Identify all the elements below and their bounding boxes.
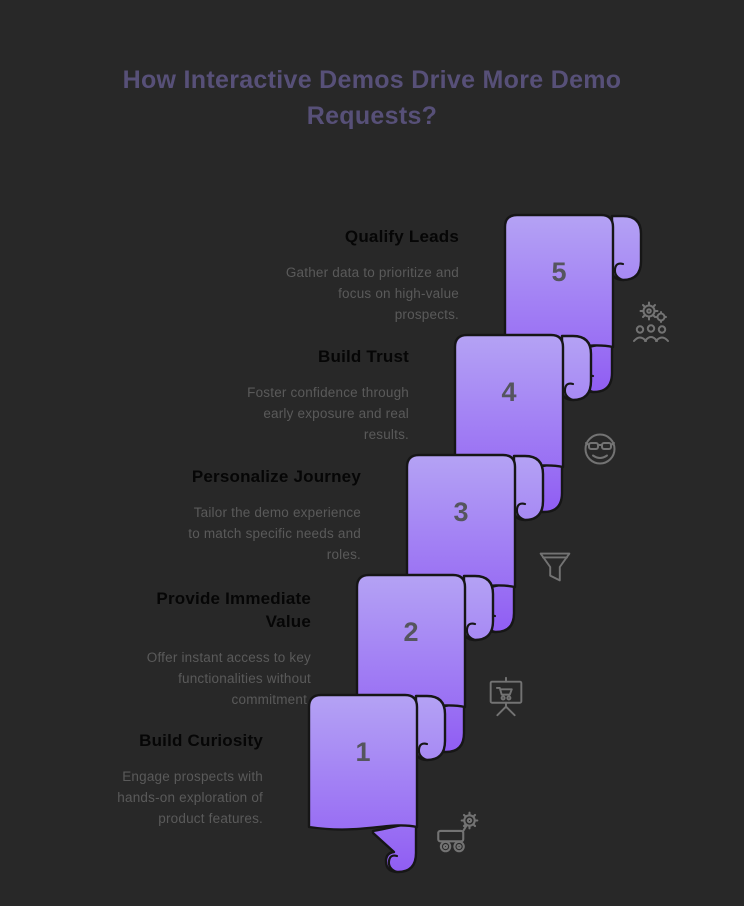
step-heading: Build Curiosity — [139, 731, 263, 750]
team-gears-icon — [633, 301, 669, 342]
step-1-scroll: 1 — [305, 691, 455, 896]
step-description: Offer instant access to key functionalit… — [146, 649, 311, 707]
step-3-text: Personalize Journey Tailor the demo expe… — [111, 466, 361, 566]
step-description: Engage prospects with hands-on explorati… — [117, 768, 263, 826]
step-number: 5 — [551, 257, 567, 287]
step-5-text: Qualify Leads Gather data to prioritize … — [209, 226, 459, 326]
robot-cart-icon — [437, 811, 479, 853]
step-number: 4 — [501, 377, 517, 407]
step-heading: Build Trust — [318, 347, 409, 366]
presentation-cart-icon — [489, 676, 523, 717]
step-2-text: Provide Immediate Value Offer instant ac… — [61, 588, 311, 711]
step-number: 1 — [355, 737, 371, 767]
step-description: Tailor the demo experience to match spec… — [188, 504, 361, 562]
funnel-icon — [539, 552, 571, 582]
step-4-text: Build Trust Foster confidence through ea… — [159, 346, 409, 446]
cool-face-icon — [584, 433, 616, 465]
step-heading: Personalize Journey — [191, 467, 361, 486]
page-title: How Interactive Demos Drive More Demo Re… — [122, 66, 622, 131]
step-description: Foster confidence through early exposure… — [247, 384, 409, 442]
step-heading: Qualify Leads — [344, 227, 459, 246]
step-number: 2 — [403, 617, 419, 647]
step-description: Gather data to prioritize and focus on h… — [285, 264, 459, 322]
step-number: 3 — [453, 497, 469, 527]
step-heading: Provide Immediate Value — [156, 589, 311, 631]
step-1-text: Build Curiosity Engage prospects with ha… — [13, 730, 263, 830]
